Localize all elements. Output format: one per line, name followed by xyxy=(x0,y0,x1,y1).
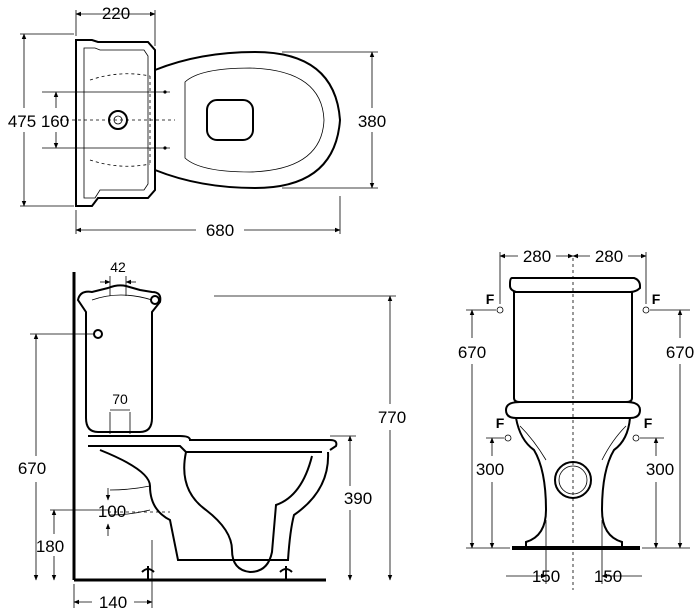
plan-seat-recess xyxy=(206,99,254,141)
plan-bowl-outline xyxy=(154,50,342,190)
fix-label-bowl-left: F xyxy=(496,415,505,431)
front-view: F F F F 280 280 670 670 300 300 xyxy=(458,247,694,590)
dim-water-inlet: 70 xyxy=(112,391,128,407)
dim-tank-width: 220 xyxy=(102,4,130,23)
dim-flush-offset: 42 xyxy=(110,259,126,275)
fix-label-tank-right: F xyxy=(652,291,661,307)
dim-outlet-wall-distance: 140 xyxy=(99,593,127,612)
side-bowl xyxy=(99,449,330,561)
flush-button xyxy=(108,110,128,130)
dim-total-length: 680 xyxy=(206,221,234,240)
side-tank xyxy=(76,284,162,433)
plan-tank-inner xyxy=(83,47,149,199)
front-tank-lid xyxy=(509,277,641,293)
dim-half-width-left: 280 xyxy=(523,247,551,266)
dim-outlet-height: 180 xyxy=(36,537,64,556)
dim-half-width-right: 280 xyxy=(595,247,623,266)
dim-bowl-fix-right: 300 xyxy=(646,460,674,479)
side-view: 42 70 770 670 390 180 100 140 xyxy=(18,259,406,612)
side-trap xyxy=(183,451,313,574)
front-bowl-rim xyxy=(504,401,642,419)
side-seat xyxy=(88,435,338,451)
dim-bowl-width: 380 xyxy=(358,112,386,131)
dim-tank-height: 670 xyxy=(18,459,46,478)
fix-label-bowl-right: F xyxy=(644,415,653,431)
plan-view: 220 475 160 380 680 xyxy=(8,4,386,240)
dim-outlet-diameter: 100 xyxy=(98,502,126,521)
dim-total-height: 770 xyxy=(378,408,406,427)
dim-fixing-spacing: 160 xyxy=(41,112,69,131)
dim-fix-height-right: 670 xyxy=(666,343,694,362)
dim-base-left: 150 xyxy=(532,567,560,586)
plan-tank-outline xyxy=(75,39,156,207)
fix-label-tank-left: F xyxy=(486,291,495,307)
plan-bowl-inner xyxy=(184,67,325,173)
dim-total-depth: 475 xyxy=(8,112,36,131)
dim-base-right: 150 xyxy=(594,567,622,586)
dim-seat-height: 390 xyxy=(344,489,372,508)
front-base xyxy=(512,546,640,550)
dim-bowl-fix-left: 300 xyxy=(476,460,504,479)
dim-fix-height-left: 670 xyxy=(458,343,486,362)
